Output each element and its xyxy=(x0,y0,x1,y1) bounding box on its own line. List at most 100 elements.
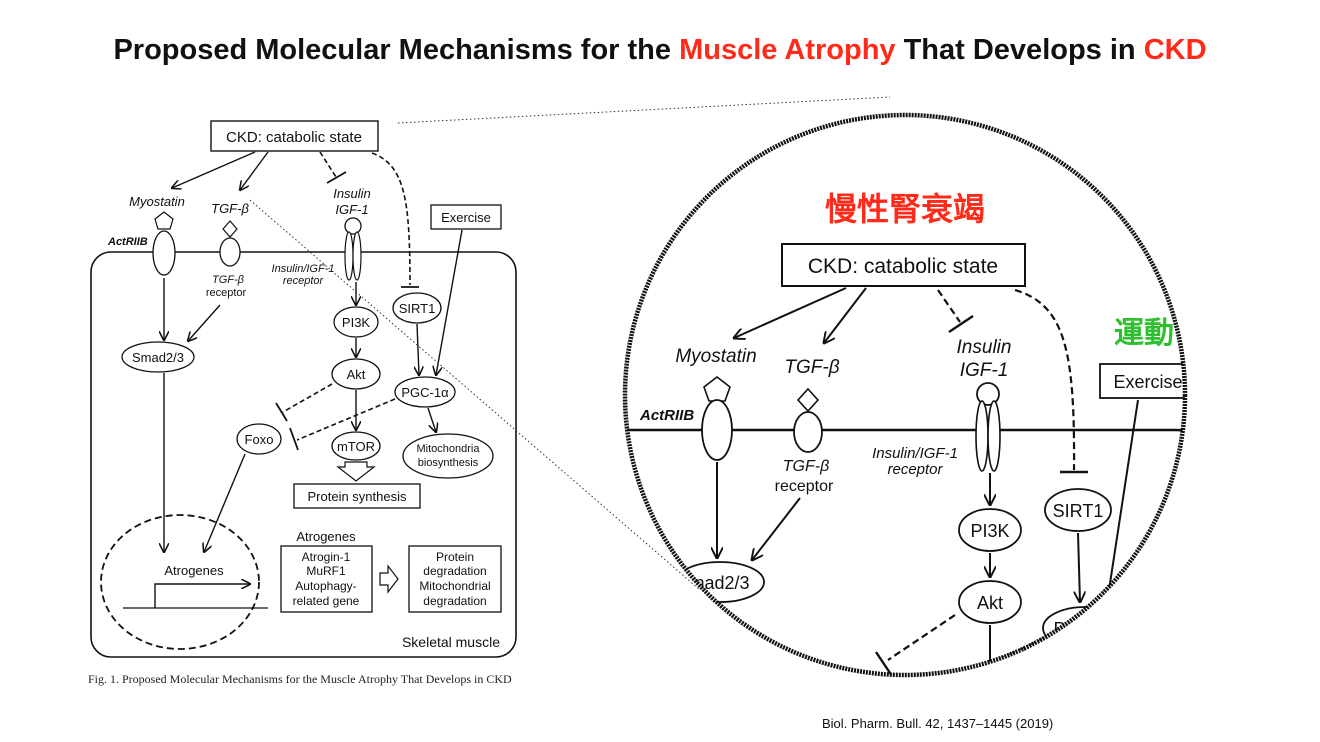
zoom-sirt1-node xyxy=(1044,488,1112,532)
protein-synthesis-label: Protein synthesis xyxy=(308,489,407,504)
degradation-item: degradation xyxy=(423,564,486,578)
zoom-smad-label: nad2/3 xyxy=(694,573,749,593)
insulin-receptor-label-line1: Insulin/IGF-1 xyxy=(272,263,335,275)
inhibit-akt-foxo xyxy=(282,383,333,413)
zoom-insulin-label: Insulin xyxy=(957,337,1012,358)
sirt1-label: SIRT1 xyxy=(399,301,436,316)
arrow-ckd-myostatin xyxy=(172,151,256,188)
mitochondria-label-line2: biosynthesis xyxy=(418,457,479,469)
zoom-inhibit-ckd-sirt1 xyxy=(1014,288,1076,471)
zoom-connector-bottom xyxy=(249,199,701,591)
mitochondria-node xyxy=(402,433,494,479)
zoom-actriib-receptor xyxy=(701,399,733,461)
ckd-box xyxy=(210,120,379,152)
foxo-label: Foxo xyxy=(245,432,274,447)
title-part2: That Develops in xyxy=(895,34,1144,66)
foxo-node xyxy=(236,423,282,455)
degradation-item: degradation xyxy=(423,594,486,608)
nucleus-atrogenes-label: Atrogenes xyxy=(164,563,224,578)
zoom-inhibit-akt-foxo xyxy=(887,614,956,661)
zoom-igf1-label: IGF-1 xyxy=(960,360,1009,381)
zoom-membrane xyxy=(625,428,1185,675)
insulin-receptor-label-line2: receptor xyxy=(283,275,325,287)
zoom-ckd-box xyxy=(781,243,1026,287)
atrogenes-list-box xyxy=(280,545,373,613)
zoom-insulin-ligand xyxy=(976,382,1000,406)
zoom-tgfb-ligand xyxy=(796,387,820,413)
insulin-label: Insulin xyxy=(333,186,371,201)
zoom-insulin-receptor-right xyxy=(987,400,1001,472)
figure-caption: Fig. 1. Proposed Molecular Mechanisms fo… xyxy=(88,672,512,686)
exercise-box xyxy=(430,204,502,230)
arrow-foxo-atrogenes xyxy=(204,453,246,552)
igf1-label: IGF-1 xyxy=(335,202,368,217)
exercise-label: Exercise xyxy=(441,210,491,225)
akt-label: Akt xyxy=(347,367,366,382)
page-title: Proposed Molecular Mechanisms for the Mu… xyxy=(0,34,1320,67)
zoom-inhibit-ckd-insulin xyxy=(937,289,961,323)
smad-node xyxy=(121,341,195,373)
tgfb-label: TGF-β xyxy=(211,201,249,216)
zoom-pi3k-node xyxy=(958,508,1022,552)
skeletal-muscle-label: Skeletal muscle xyxy=(402,634,500,650)
zoom-exercise-chinese-label: 運動 xyxy=(1114,317,1174,350)
atrogenes-heading: Atrogenes xyxy=(296,529,356,544)
inhibit-bar-pgc-foxo xyxy=(289,427,299,451)
insulin-receptor-left xyxy=(344,231,354,281)
insulin-receptor-right xyxy=(352,231,362,281)
title-highlight-ckd: CKD xyxy=(1143,34,1207,66)
zoom-tgfb-receptor-label-line1: TGF-β xyxy=(783,458,829,475)
left-diagram: Skeletal muscle CKD: catabolic state Myo… xyxy=(90,120,517,658)
actriib-receptor xyxy=(152,230,176,276)
myostatin-label: Myostatin xyxy=(129,194,185,209)
zoom-arrow-exercise-pgc xyxy=(1107,399,1139,603)
zoom-connector-top xyxy=(397,96,891,124)
arrow-pgc-mito xyxy=(427,407,436,432)
zoom-arrow-tgfbr-smad xyxy=(752,497,801,560)
mitochondria-label-line1: Mitochondria xyxy=(417,443,481,455)
protein-synthesis-box xyxy=(293,483,421,509)
pi3k-node xyxy=(333,306,379,338)
zoom-inhibit-bar-insulin xyxy=(948,315,974,333)
tgfb-ligand xyxy=(222,220,238,238)
zoom-akt-node xyxy=(958,580,1022,624)
inhibit-ckd-insulin xyxy=(319,151,337,178)
zoom-exercise-box xyxy=(1099,363,1185,399)
arrow-exercise-pgc xyxy=(436,229,463,375)
zoom-inhibit-bar-akt-foxo xyxy=(875,651,893,675)
ckd-box-label: CKD: catabolic state xyxy=(226,129,362,146)
arrow-mtor-protein-synthesis xyxy=(336,461,376,482)
pgc1a-node xyxy=(394,376,456,408)
inhibit-ckd-sirt1 xyxy=(371,152,411,286)
zoom-ckd-box-label: CKD: catabolic state xyxy=(808,255,998,278)
title-highlight-muscle-atrophy: Muscle Atrophy xyxy=(679,34,896,66)
zoom-tgfb-receptor xyxy=(793,411,823,453)
zoom-insulin-receptor-label-line2: receptor xyxy=(887,461,943,478)
insulin-ligand xyxy=(344,217,362,235)
degradation-box xyxy=(408,545,502,613)
citation: Biol. Pharm. Bull. 42, 1437–1445 (2019) xyxy=(822,716,1054,731)
skeletal-muscle-cell xyxy=(90,251,517,658)
zoom-tgfb-label: TGF-β xyxy=(784,357,839,378)
zoom-tgfb-receptor-label-line2: receptor xyxy=(775,478,834,495)
zoom-insulin-receptor-left xyxy=(975,400,989,472)
akt-node xyxy=(331,358,381,390)
arrow-tgfbr-smad xyxy=(188,304,221,341)
tgfb-receptor xyxy=(219,237,241,267)
zoom-view: 慢性腎衰竭 運動 CKD: catabolic state Myostatin … xyxy=(622,112,1188,678)
zoom-pi3k-label: PI3K xyxy=(970,521,1009,541)
zoom-akt-label: Akt xyxy=(977,593,1003,613)
zoom-exercise-label: Exercise xyxy=(1113,372,1182,392)
zoom-arrow-ckd-myostatin xyxy=(734,287,847,338)
atrogenes-item: Autophagy- xyxy=(295,579,356,593)
degradation-item: Protein xyxy=(436,550,474,564)
pgc1a-label: PGC-1α xyxy=(401,385,449,400)
smad-label: Smad2/3 xyxy=(132,350,184,365)
arrow-ckd-tgfb xyxy=(240,151,269,190)
inhibit-bar-insulin xyxy=(326,171,347,184)
zoom-actriib-label: ActRIIB xyxy=(639,407,694,424)
zoom-circle-border xyxy=(622,112,1188,678)
mtor-label: mTOR xyxy=(337,439,375,454)
inhibit-bar-akt-foxo xyxy=(275,402,288,422)
